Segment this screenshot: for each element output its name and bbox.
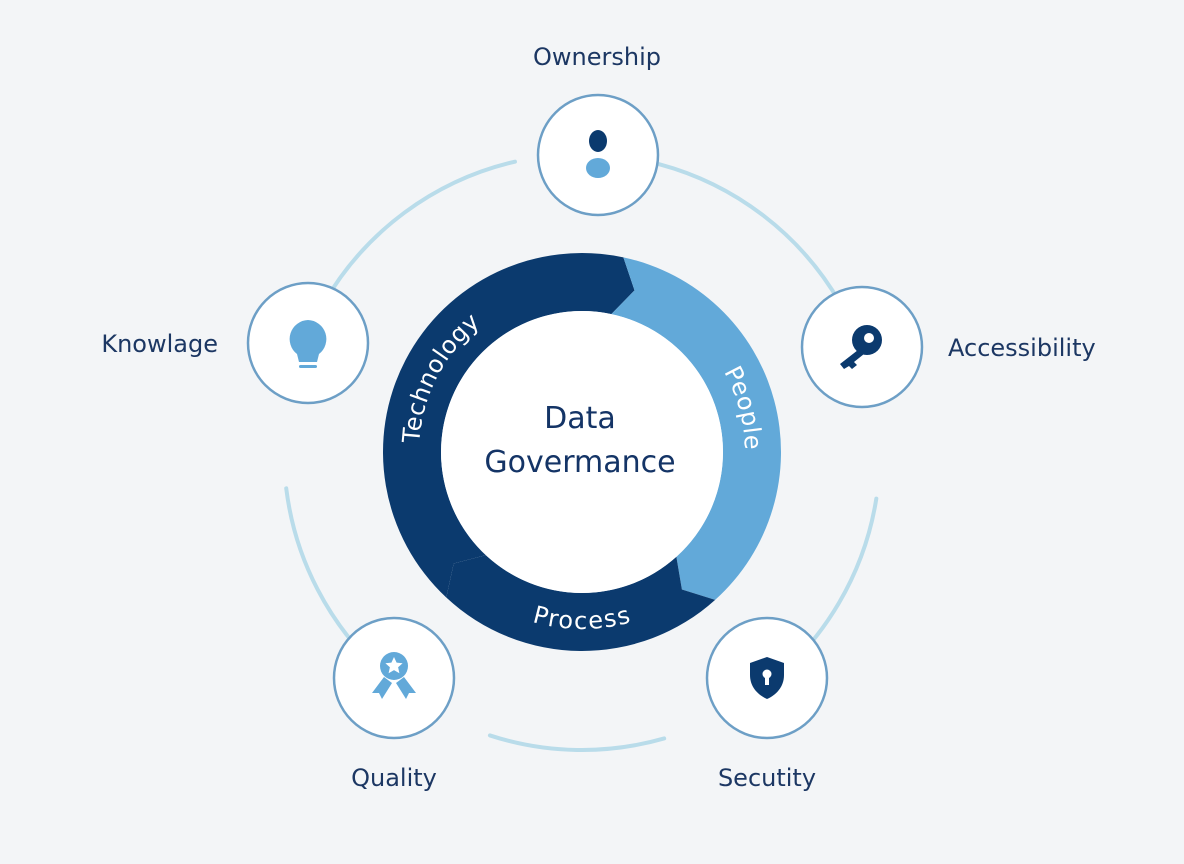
person-icon [586, 130, 610, 178]
node-quality: Quality [332, 616, 456, 792]
center-title-line1: Data [544, 401, 616, 436]
shield-icon [750, 657, 784, 699]
quality-label: Quality [351, 764, 437, 792]
accessibility-label: Accessibility [948, 334, 1096, 362]
outer-ring-arc [487, 733, 667, 752]
node-knowledge: Knowlage [101, 281, 370, 405]
lightbulb-icon [289, 320, 327, 368]
technology-segment [383, 253, 635, 598]
node-accessibility: Accessibility [800, 285, 1096, 409]
people-segment [611, 257, 781, 600]
outer-ring-arc [321, 159, 517, 305]
knowledge-label: Knowlage [101, 330, 218, 358]
center-title-line2: Govermance [484, 445, 675, 480]
security-label: Secutity [718, 764, 816, 792]
key-icon [840, 325, 882, 369]
node-security: Secutity [705, 616, 829, 792]
process-segment [446, 555, 716, 651]
ownership-label: Ownership [533, 43, 661, 71]
medal-icon [372, 652, 416, 699]
node-ownership: Ownership [533, 43, 661, 217]
center-circle [441, 311, 723, 593]
outer-ring-arc [657, 162, 843, 305]
